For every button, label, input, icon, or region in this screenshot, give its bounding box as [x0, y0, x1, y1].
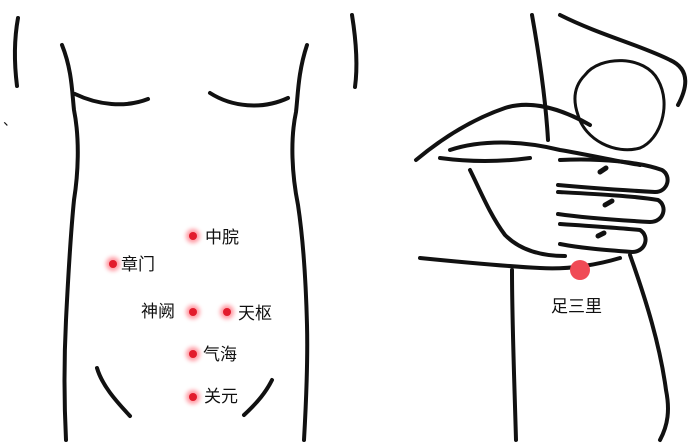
knuckle-mark-3: [598, 233, 604, 236]
acupoint-zhangmen-dot[interactable]: [109, 260, 117, 268]
finger-3: [560, 224, 646, 252]
right-hip-line: [244, 380, 272, 415]
hand-palm-outline: [470, 170, 565, 256]
acupoint-zhongwan-label: 中脘: [205, 228, 239, 248]
left-hip-line: [97, 368, 130, 416]
acupoint-tianshu-dot[interactable]: [223, 308, 231, 316]
knee-cap-outline: [575, 61, 664, 150]
acupoint-guanyuan-label: 关元: [204, 387, 238, 407]
acupoint-zhongwan-dot[interactable]: [189, 232, 197, 240]
shin-left-outline: [512, 270, 516, 440]
acupoint-qihai-label: 气海: [203, 345, 237, 365]
acupoint-zusanli-label: 足三里: [551, 297, 602, 317]
left-arm-outline: [15, 18, 18, 86]
shin-right-outline: [630, 255, 668, 440]
knuckle-mark-2: [605, 201, 612, 205]
right-shoulder-outline: [292, 45, 307, 440]
right-arm-outline: [352, 15, 356, 87]
acupoint-shenque-label: 神阙: [141, 302, 175, 322]
acupoint-zhangmen-label: 章门: [121, 255, 155, 275]
arm-lower-outline: [440, 158, 530, 161]
finger-2: [558, 192, 664, 222]
stray-mark: 、: [3, 110, 17, 130]
acupoint-tianshu-label: 天枢: [238, 304, 272, 324]
right-pectoral-line: [210, 93, 288, 105]
acupoint-zusanli-dot[interactable]: [570, 260, 590, 280]
acupoint-guanyuan-dot[interactable]: [189, 393, 197, 401]
knuckle-mark-1: [600, 168, 606, 172]
thumb-outline: [420, 258, 620, 268]
acupoint-qihai-dot[interactable]: [189, 350, 197, 358]
finger-1: [558, 159, 668, 192]
leg-back-outline: [532, 15, 548, 140]
acupoint-shenque-dot[interactable]: [189, 308, 197, 316]
left-pectoral-line: [75, 94, 148, 104]
left-shoulder-outline: [62, 45, 78, 440]
